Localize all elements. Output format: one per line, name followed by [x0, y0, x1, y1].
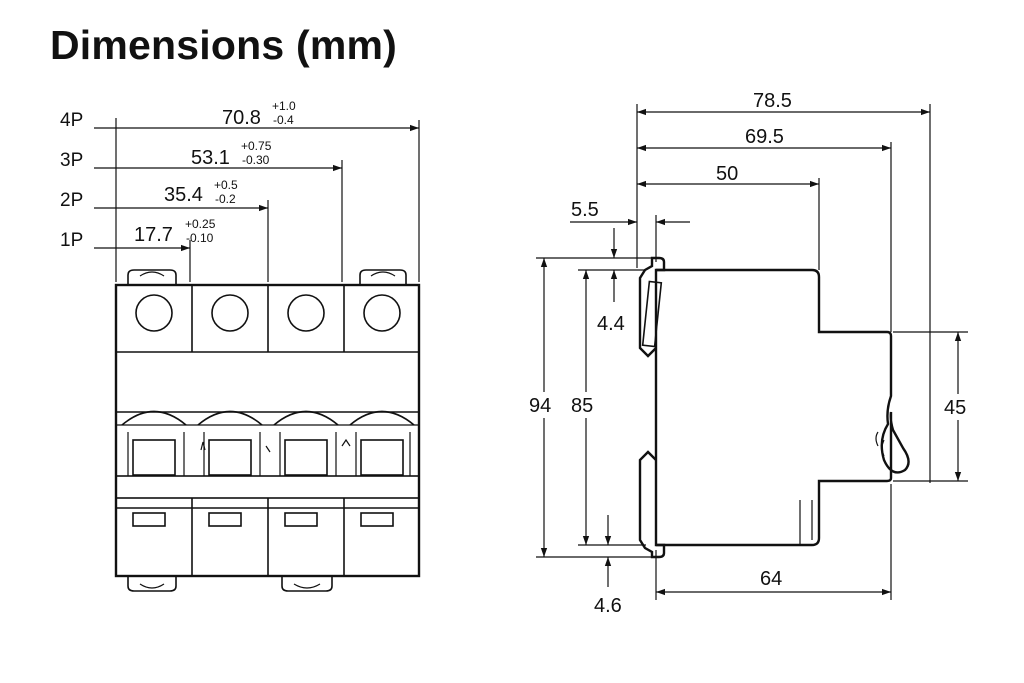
tolerance-minus-3p: -0.30	[242, 153, 270, 167]
page-title: Dimensions (mm)	[50, 22, 397, 68]
top-clip-right	[359, 269, 407, 285]
terminal-screw-4	[363, 294, 401, 332]
front-view: 4P 3P 2P 1P 70.8 +1.0 -0.4 53.1 +0.75 -0…	[60, 99, 421, 592]
breaker-body-side	[638, 256, 910, 559]
face-height-value: 45	[944, 397, 966, 419]
pole-label-4p: 4P	[60, 110, 83, 131]
base-width-value: 64	[760, 568, 782, 590]
clip-bottom-value: 4.6	[594, 595, 622, 617]
pole-label-2p: 2P	[60, 190, 83, 211]
bottom-clip-mid	[281, 576, 333, 592]
height-body-value: 85	[571, 395, 593, 417]
width-value-3p: 53.1	[191, 147, 230, 169]
tolerance-plus-1p: +0.25	[185, 217, 216, 231]
depth-front-value: 69.5	[745, 126, 784, 148]
tolerance-minus-1p: -0.10	[186, 231, 214, 245]
height-total-value: 94	[529, 395, 551, 417]
depth-total-value: 78.5	[753, 90, 792, 112]
clip-offset-value: 5.5	[571, 199, 599, 221]
width-value-2p: 35.4	[164, 184, 203, 206]
tolerance-plus-4p: +1.0	[272, 99, 296, 113]
toggle-levers	[127, 432, 411, 476]
bottom-clip-left	[127, 576, 177, 592]
tolerance-plus-2p: +0.5	[214, 178, 238, 192]
pole-label-3p: 3P	[60, 150, 83, 171]
tolerance-minus-4p: -0.4	[273, 113, 294, 127]
tolerance-plus-3p: +0.75	[241, 139, 272, 153]
clip-top-value: 4.4	[597, 313, 625, 335]
depth-shoulder-value: 50	[716, 163, 738, 185]
pole-label-1p: 1P	[60, 230, 83, 251]
terminal-screw-1	[135, 294, 173, 332]
top-clip-left	[127, 269, 177, 285]
terminal-screw-3	[287, 294, 325, 332]
handle-bar	[115, 475, 420, 499]
width-value-4p: 70.8	[222, 107, 261, 129]
terminal-screw-2	[211, 294, 249, 332]
tolerance-minus-2p: -0.2	[215, 192, 236, 206]
side-view: 78.5 69.5 50 5.5 94 85 4.4 4.6	[528, 90, 974, 617]
width-value-1p: 17.7	[134, 224, 173, 246]
